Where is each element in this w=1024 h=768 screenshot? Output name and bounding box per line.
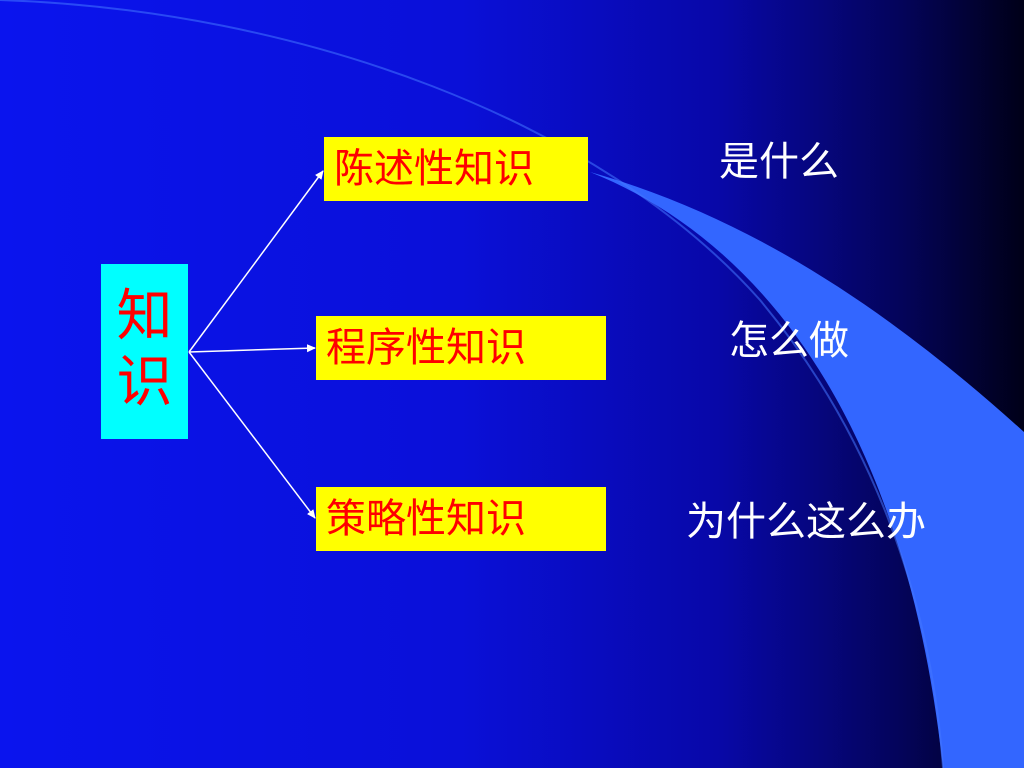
- strategic-knowledge-box: 策略性知识: [316, 487, 606, 551]
- declarative-knowledge-box: 陈述性知识: [324, 137, 588, 201]
- declarative-description: 是什么: [719, 139, 839, 185]
- arrow-to-strategic: [188, 351, 316, 519]
- root-char-1: 知: [116, 284, 173, 349]
- root-knowledge-box: 知 识: [101, 264, 188, 439]
- root-char-2: 识: [116, 350, 173, 415]
- procedural-description: 怎么做: [729, 318, 849, 364]
- arrow-to-procedural: [188, 344, 316, 353]
- strategic-description: 为什么这么办: [686, 499, 926, 545]
- procedural-knowledge-box: 程序性知识: [316, 316, 606, 380]
- arrow-to-declarative: [188, 170, 324, 353]
- swoosh-shape: [590, 172, 1024, 768]
- swoosh-highlight: [0, 0, 944, 768]
